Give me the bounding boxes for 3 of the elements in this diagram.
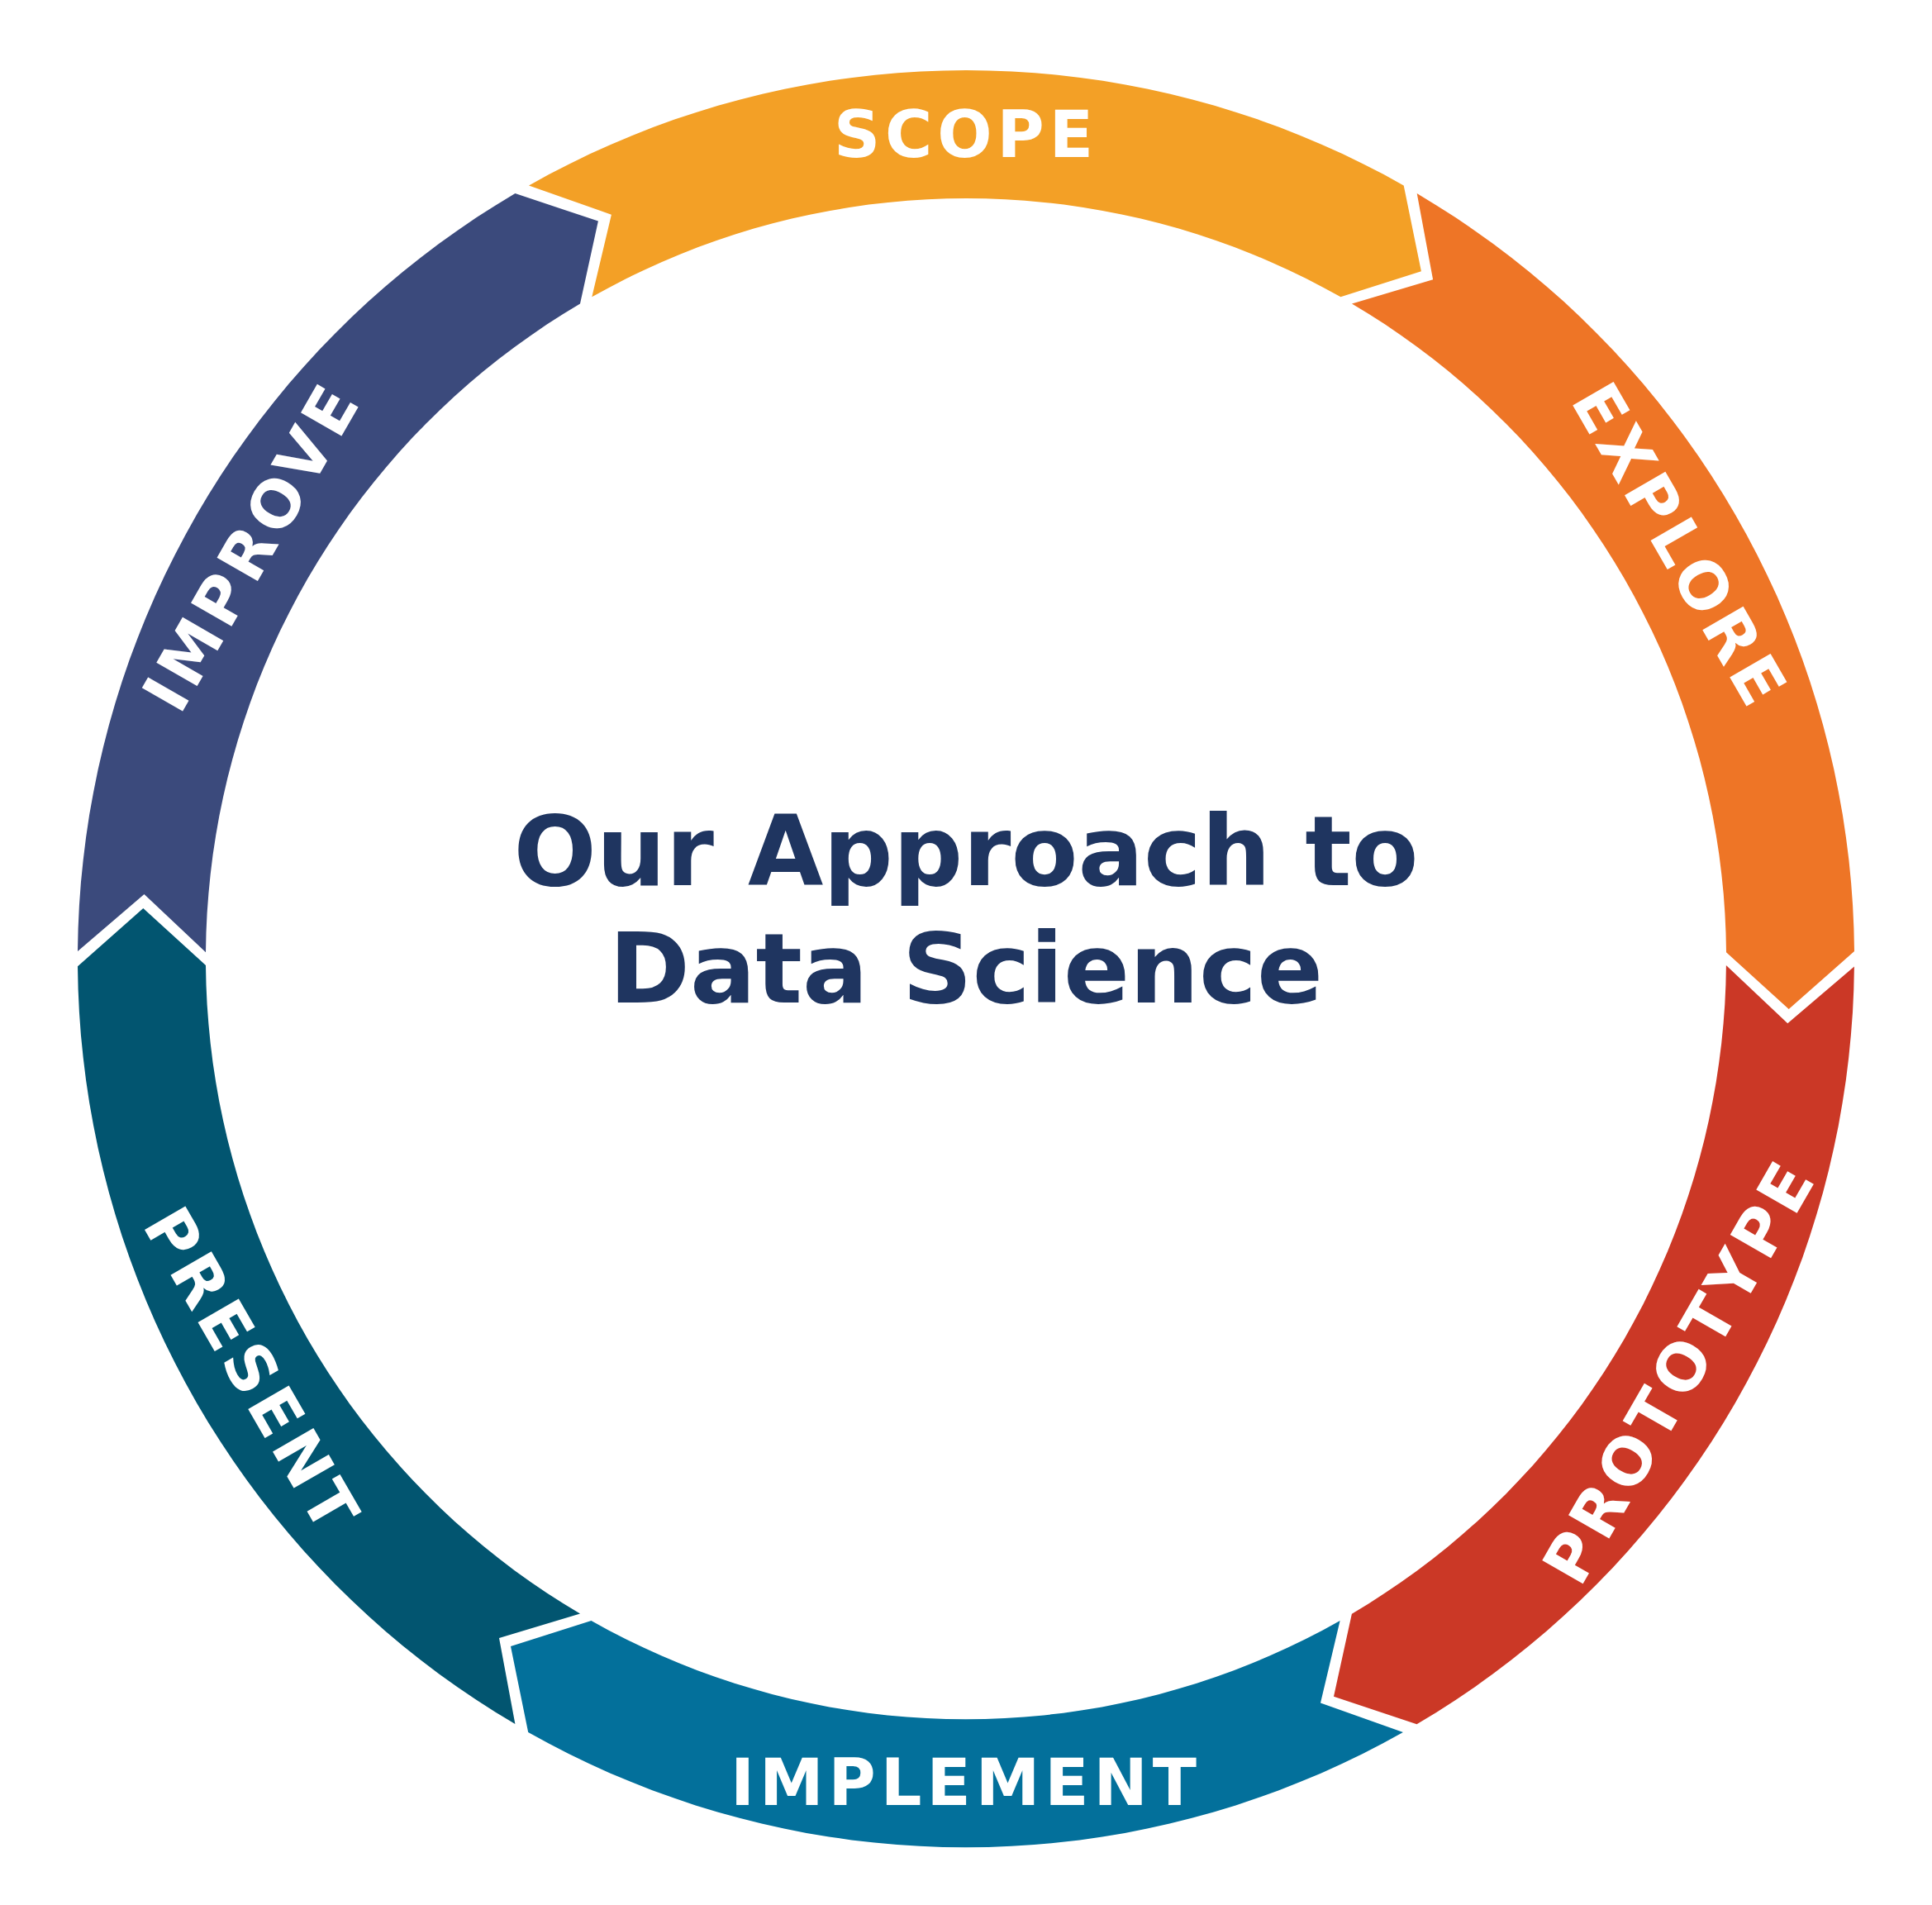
segment-label: SCOPE [833,97,1099,172]
segment-label: IMPLEMENT [730,1745,1202,1821]
diagram-title: Our Approach to Data Science [512,793,1420,1027]
